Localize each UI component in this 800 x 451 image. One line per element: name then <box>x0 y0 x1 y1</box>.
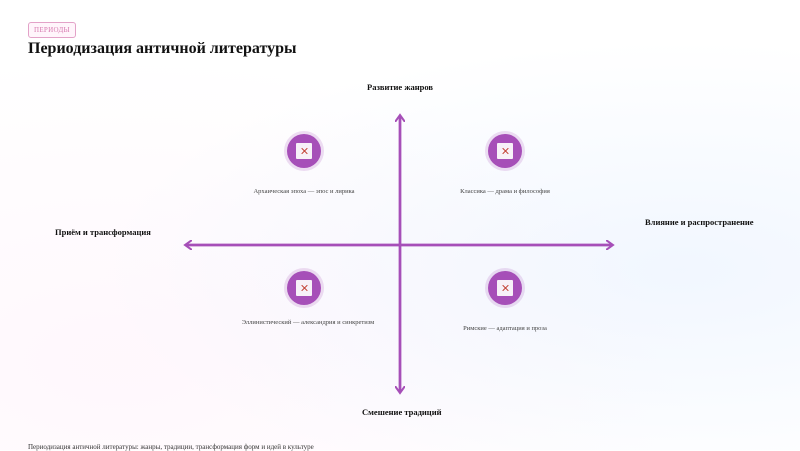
footer-caption: Периодизация античной литературы: жанры,… <box>28 443 314 451</box>
quadrant-icon-roman <box>488 271 522 305</box>
quadrant-icon-hellenistic <box>287 271 321 305</box>
broken-image-icon <box>296 143 312 159</box>
axis-label-bottom: Смешение традиций <box>362 407 442 417</box>
section-badge: ПЕРИОДЫ <box>28 22 76 38</box>
quadrant-label-roman: Римские — адаптация и проза <box>463 325 547 332</box>
page-title: Периодизация античной литературы <box>28 40 297 57</box>
quadrant-label-archaic: Архаическая эпоха — эпос и лирика <box>253 188 355 195</box>
broken-image-icon <box>497 143 513 159</box>
broken-image-icon <box>296 280 312 296</box>
quadrant-label-classic: Классика — драма и философия <box>460 188 550 195</box>
axis-label-left: Приём и трансформация <box>55 227 151 237</box>
quadrant-label-hellenistic: Эллинистический — александрия и синкрети… <box>241 319 375 326</box>
broken-image-icon <box>497 280 513 296</box>
axis-label-top: Развитие жанров <box>367 82 433 92</box>
axis-label-right: Влияние и распространение <box>645 217 754 227</box>
quadrant-icon-archaic <box>287 134 321 168</box>
quadrant-icon-classic <box>488 134 522 168</box>
